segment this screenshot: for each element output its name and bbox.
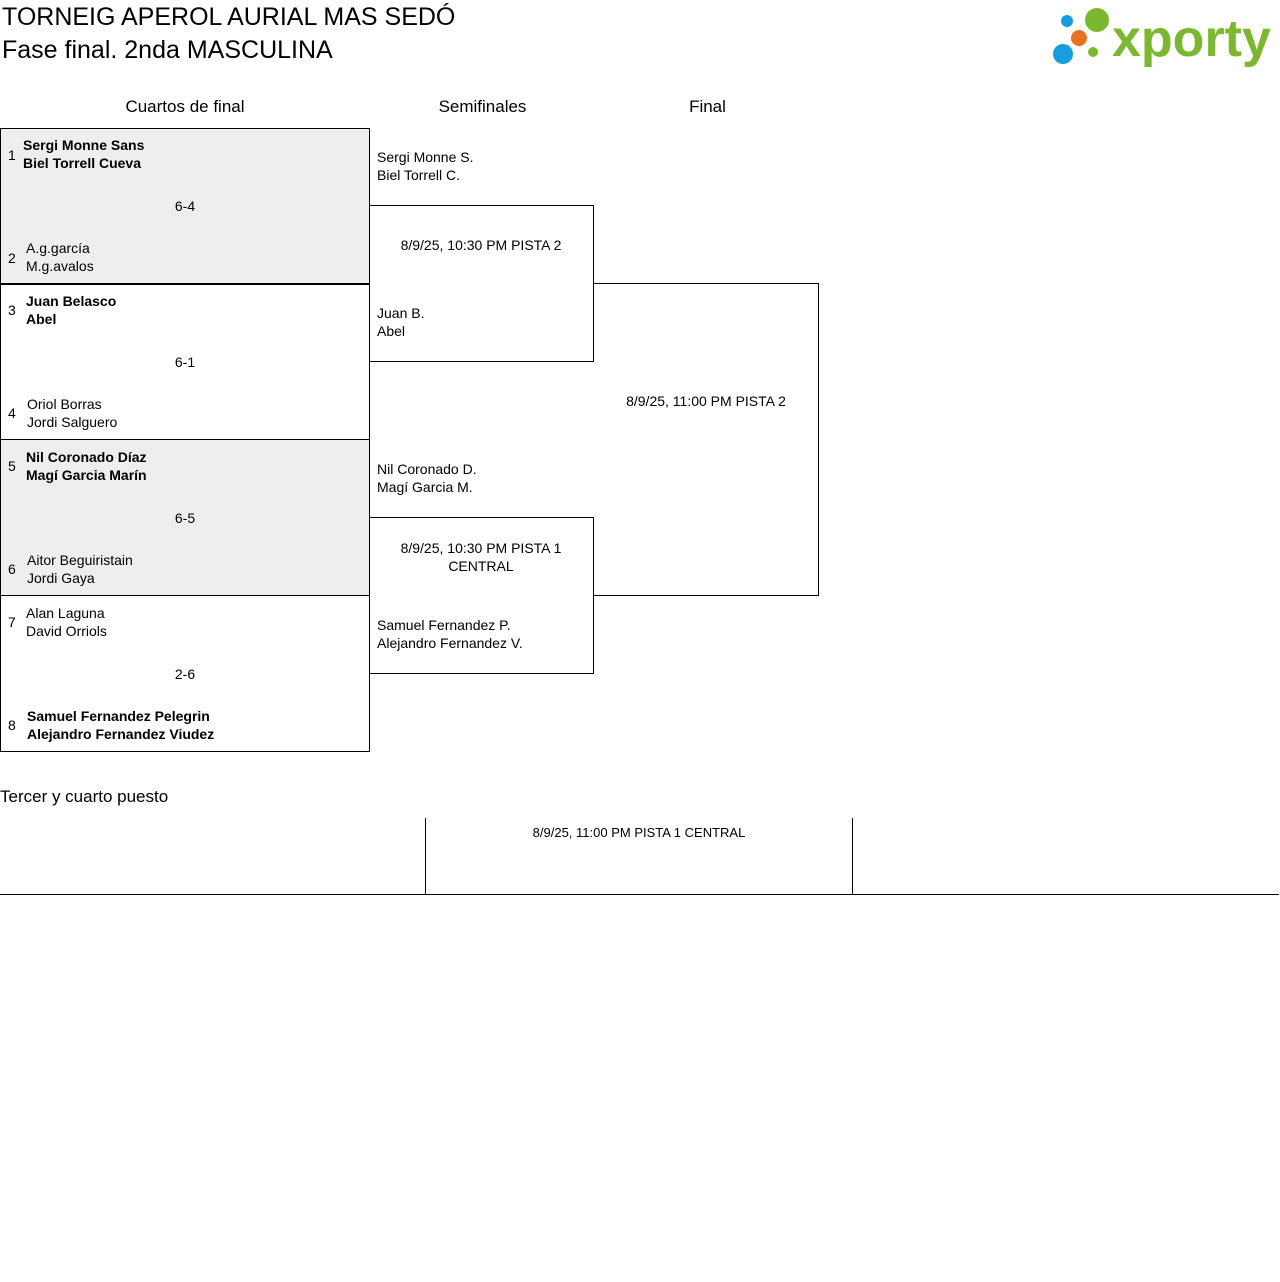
player-name: Jordi Salguero [27, 414, 118, 430]
third-place-title: Tercer y cuarto puesto [0, 787, 169, 806]
column-header-quarterfinals: Cuartos de final [125, 97, 245, 116]
phase-subtitle: Fase final. 2nda MASCULINA [2, 36, 333, 64]
player-name: Abel [377, 323, 406, 339]
player-name: Alan Laguna [26, 605, 105, 621]
player-name: Sergi Monne S. [377, 149, 474, 165]
player-name: Juan B. [377, 305, 425, 321]
team-names: Juan Belasco Abel [26, 292, 116, 328]
team-names: Nil Coronado Díaz Magí Garcia Marín [26, 448, 147, 484]
player-name: Nil Coronado Díaz [26, 449, 147, 465]
player-name: Oriol Borras [27, 396, 102, 412]
semifinal-1-bottom-team: Juan B. Abel [377, 304, 424, 340]
final-match[interactable]: 8/9/25, 11:00 PM PISTA 2 [594, 283, 819, 596]
player-name: Magí Garcia M. [377, 479, 473, 495]
player-name: David Orriols [26, 623, 107, 639]
logo-text: xporty [1112, 10, 1271, 68]
semifinal-match-2[interactable]: 8/9/25, 10:30 PM PISTA 1 CENTRAL [369, 517, 594, 674]
seed-number: 6 [8, 561, 16, 577]
column-header-final: Final [689, 97, 726, 116]
semifinal-2-bottom-team: Samuel Fernandez P. Alejandro Fernandez … [377, 616, 523, 652]
team-names: Sergi Monne Sans Biel Torrell Cueva [23, 136, 144, 172]
match-score: 6-1 [174, 354, 196, 370]
player-name: Abel [26, 311, 57, 327]
third-place-match[interactable]: 8/9/25, 11:00 PM PISTA 1 CENTRAL [426, 818, 852, 895]
match-score: 2-6 [174, 666, 196, 682]
quarterfinal-match-2[interactable]: 3 Juan Belasco Abel 6-1 4 Oriol Borras J… [0, 283, 370, 440]
match-score: 6-4 [174, 198, 196, 214]
seed-number: 8 [8, 717, 16, 733]
seed-number: 2 [8, 250, 16, 266]
player-name: Nil Coronado D. [377, 461, 477, 477]
seed-number: 1 [8, 147, 16, 163]
match-schedule: 8/9/25, 11:00 PM PISTA 1 CENTRAL [532, 825, 746, 840]
player-name: M.g.avalos [26, 258, 94, 274]
team-names: A.g.garcía M.g.avalos [26, 239, 94, 275]
xporty-logo-icon: xporty [1053, 8, 1271, 68]
player-name: Alejandro Fernandez Viudez [27, 726, 215, 742]
player-name: Biel Torrell C. [377, 167, 460, 183]
player-name: Biel Torrell Cueva [23, 155, 142, 171]
xporty-logo: xporty [1050, 4, 1276, 68]
player-name: Alejandro Fernandez V. [377, 635, 523, 651]
player-name: A.g.garcía [26, 240, 90, 256]
match-schedule: 8/9/25, 11:00 PM PISTA 2 [626, 393, 786, 409]
semifinal-1-top-team: Sergi Monne S. Biel Torrell C. [377, 148, 474, 184]
player-name: Samuel Fernandez Pelegrin [27, 708, 210, 724]
match-schedule: 8/9/25, 10:30 PM PISTA 1 CENTRAL [400, 540, 562, 574]
match-schedule: 8/9/25, 10:30 PM PISTA 2 [400, 237, 562, 253]
third-place-team-slot-left[interactable] [0, 818, 426, 895]
semifinal-2-top-team: Nil Coronado D. Magí Garcia M. [377, 460, 477, 496]
player-name: Magí Garcia Marín [26, 467, 147, 483]
player-name: Jordi Gaya [27, 570, 95, 586]
seed-number: 7 [8, 614, 16, 630]
team-names: Aitor Beguiristain Jordi Gaya [27, 551, 133, 587]
tournament-title: TORNEIG APEROL AURIAL MAS SEDÓ [2, 3, 456, 31]
semifinal-match-1[interactable]: 8/9/25, 10:30 PM PISTA 2 [369, 205, 594, 362]
match-score: 6-5 [174, 510, 196, 526]
seed-number: 3 [8, 302, 16, 318]
player-name: Sergi Monne Sans [23, 137, 145, 153]
column-header-semifinals: Semifinales [438, 97, 527, 116]
player-name: Aitor Beguiristain [27, 552, 133, 568]
third-place-team-slot-right[interactable] [852, 818, 1279, 895]
player-name: Juan Belasco [26, 293, 117, 309]
team-names: Oriol Borras Jordi Salguero [27, 395, 117, 431]
team-names: Samuel Fernandez Pelegrin Alejandro Fern… [27, 707, 214, 743]
seed-number: 5 [8, 458, 16, 474]
seed-number: 4 [8, 405, 16, 421]
team-names: Alan Laguna David Orriols [26, 604, 107, 640]
quarterfinal-match-1[interactable]: 1 Sergi Monne Sans Biel Torrell Cueva 6-… [0, 128, 370, 285]
quarterfinal-match-4[interactable]: 7 Alan Laguna David Orriols 2-6 8 Samuel… [0, 595, 370, 752]
player-name: Samuel Fernandez P. [377, 617, 511, 633]
quarterfinal-match-3[interactable]: 5 Nil Coronado Díaz Magí Garcia Marín 6-… [0, 439, 370, 596]
